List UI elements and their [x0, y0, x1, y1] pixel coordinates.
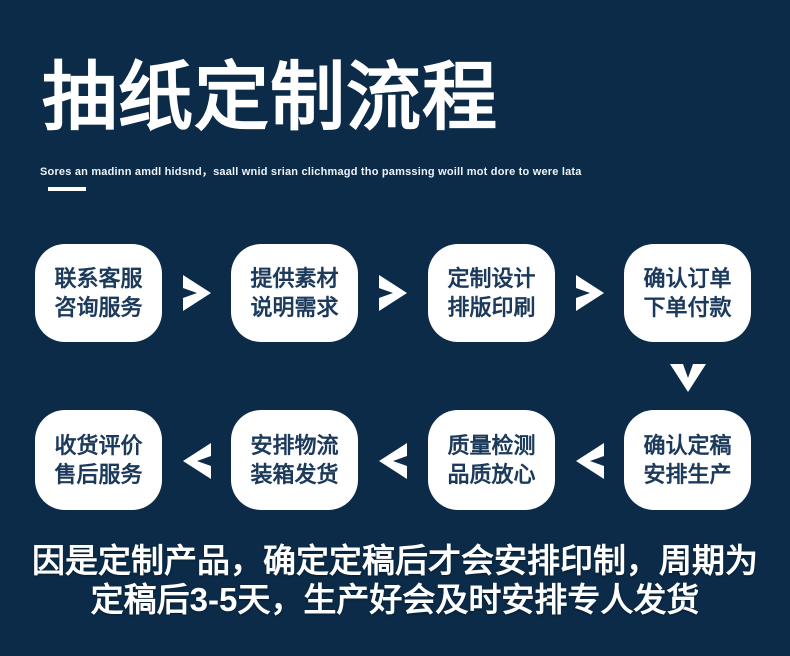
- flow-step-contact-service: 联系客服 咨询服务: [35, 244, 162, 342]
- flow-step-confirm-order: 确认订单 下单付款: [624, 244, 751, 342]
- arrow-right-icon: [379, 275, 407, 311]
- title-underline: [48, 187, 86, 191]
- step-line1: 质量检测: [447, 433, 536, 458]
- arrow-right-icon: [183, 275, 211, 311]
- step-line1: 联系客服: [54, 266, 143, 291]
- flow-step-provide-materials: 提供素材 说明需求: [231, 244, 358, 342]
- arrow-left-icon: [576, 443, 604, 479]
- step-line2: 售后服务: [54, 462, 143, 487]
- arrow-left-icon: [379, 443, 407, 479]
- step-line2: 下单付款: [643, 295, 732, 320]
- step-line2: 咨询服务: [54, 295, 143, 320]
- step-line1: 提供素材: [250, 266, 339, 291]
- step-line1: 安排物流: [250, 433, 339, 458]
- step-line2: 品质放心: [447, 462, 536, 487]
- page-subtitle: Sores an madinn amdl hidsnd，saall wnid s…: [40, 166, 582, 178]
- step-line2: 装箱发货: [250, 462, 339, 487]
- arrow-left-icon: [183, 443, 211, 479]
- flow-step-arrange-logistics: 安排物流 装箱发货: [231, 410, 358, 510]
- step-line2: 排版印刷: [447, 295, 536, 320]
- arrow-right-icon: [576, 275, 604, 311]
- flow-step-confirm-final-draft: 确认定稿 安排生产: [624, 410, 751, 510]
- step-line2: 安排生产: [643, 462, 732, 487]
- arrow-down-icon: [670, 364, 706, 392]
- flow-step-quality-inspection: 质量检测 品质放心: [428, 410, 555, 510]
- step-line1: 定制设计: [447, 266, 536, 291]
- footer-note: 因是定制产品，确定定稿后才会安排印制，周期为 定稿后3-5天，生产好会及时安排专…: [0, 541, 790, 619]
- flow-step-custom-design: 定制设计 排版印刷: [428, 244, 555, 342]
- footer-note-line1: 因是定制产品，确定定稿后才会安排印制，周期为: [32, 542, 758, 579]
- flow-step-receive-review: 收货评价 售后服务: [35, 410, 162, 510]
- step-line1: 确认定稿: [643, 433, 732, 458]
- step-line2: 说明需求: [250, 295, 339, 320]
- step-line1: 收货评价: [54, 433, 143, 458]
- step-line1: 确认订单: [643, 266, 732, 291]
- footer-note-line2: 定稿后3-5天，生产好会及时安排专人发货: [90, 581, 700, 618]
- page-title: 抽纸定制流程: [42, 55, 499, 139]
